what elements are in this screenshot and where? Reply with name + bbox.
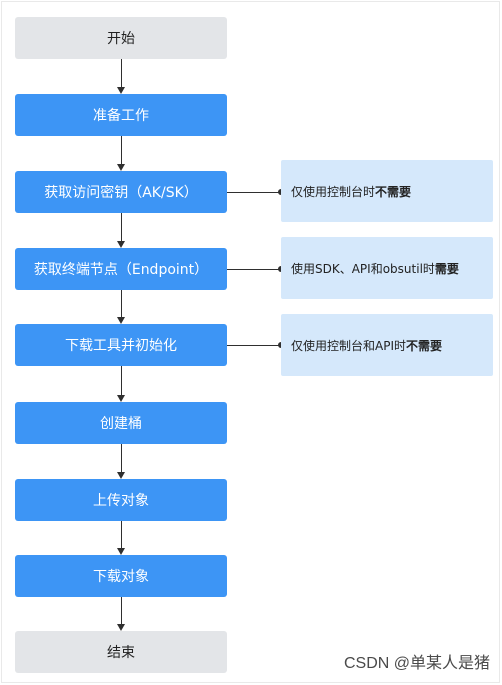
node-download-tools: 下载工具并初始化	[15, 324, 227, 366]
node-get-endpoint-label: 获取终端节点（Endpoint）	[33, 262, 209, 278]
note-connector-line	[227, 345, 281, 346]
node-download-object: 下载对象	[15, 555, 227, 597]
node-prepare: 准备工作	[15, 94, 227, 136]
arrowhead-icon	[117, 87, 125, 94]
node-get-access-key: 获取访问密钥（AK/SK）	[15, 171, 227, 213]
arrowhead-icon	[117, 624, 125, 631]
node-get-endpoint: 获取终端节点（Endpoint）	[15, 248, 227, 290]
node-start-label: 开始	[107, 31, 135, 47]
connector-line	[121, 59, 122, 87]
arrowhead-icon	[117, 472, 125, 479]
node-download-object-label: 下载对象	[93, 569, 149, 585]
connector-line	[121, 136, 122, 164]
node-end-label: 结束	[107, 645, 135, 661]
note-endpoint-prefix: 使用SDK、API和obsutil时	[291, 261, 435, 276]
node-create-bucket: 创建桶	[15, 402, 227, 444]
connector-line	[121, 213, 122, 241]
note-connector-line	[227, 192, 281, 193]
arrowhead-icon	[117, 241, 125, 248]
node-download-tools-label: 下载工具并初始化	[65, 338, 177, 354]
node-upload-object: 上传对象	[15, 479, 227, 521]
note-endpoint: 使用SDK、API和obsutil时需要	[281, 237, 493, 299]
node-upload-object-label: 上传对象	[93, 493, 149, 509]
note-connector-line	[227, 269, 281, 270]
connector-line	[121, 366, 122, 395]
connector-line	[121, 521, 122, 548]
node-prepare-label: 准备工作	[93, 108, 149, 124]
arrowhead-icon	[117, 317, 125, 324]
note-access-key-prefix: 仅使用控制台时	[291, 184, 376, 199]
connector-line	[121, 444, 122, 472]
connector-line	[121, 290, 122, 317]
watermark-text: CSDN @单某人是猪	[343, 655, 490, 672]
node-start: 开始	[15, 17, 227, 59]
node-create-bucket-label: 创建桶	[100, 416, 142, 432]
note-download-tools-emphasis: 不需要	[406, 338, 443, 353]
note-access-key: 仅使用控制台时不需要	[281, 160, 493, 222]
node-end: 结束	[15, 631, 227, 673]
connector-line	[121, 597, 122, 624]
note-download-tools-prefix: 仅使用控制台和API时	[291, 338, 406, 353]
arrowhead-icon	[117, 548, 125, 555]
arrowhead-icon	[117, 164, 125, 171]
note-endpoint-emphasis: 需要	[434, 261, 459, 276]
note-access-key-emphasis: 不需要	[375, 184, 412, 199]
arrowhead-icon	[117, 395, 125, 402]
note-download-tools: 仅使用控制台和API时不需要	[281, 314, 493, 376]
node-get-access-key-label: 获取访问密钥（AK/SK）	[44, 185, 198, 201]
